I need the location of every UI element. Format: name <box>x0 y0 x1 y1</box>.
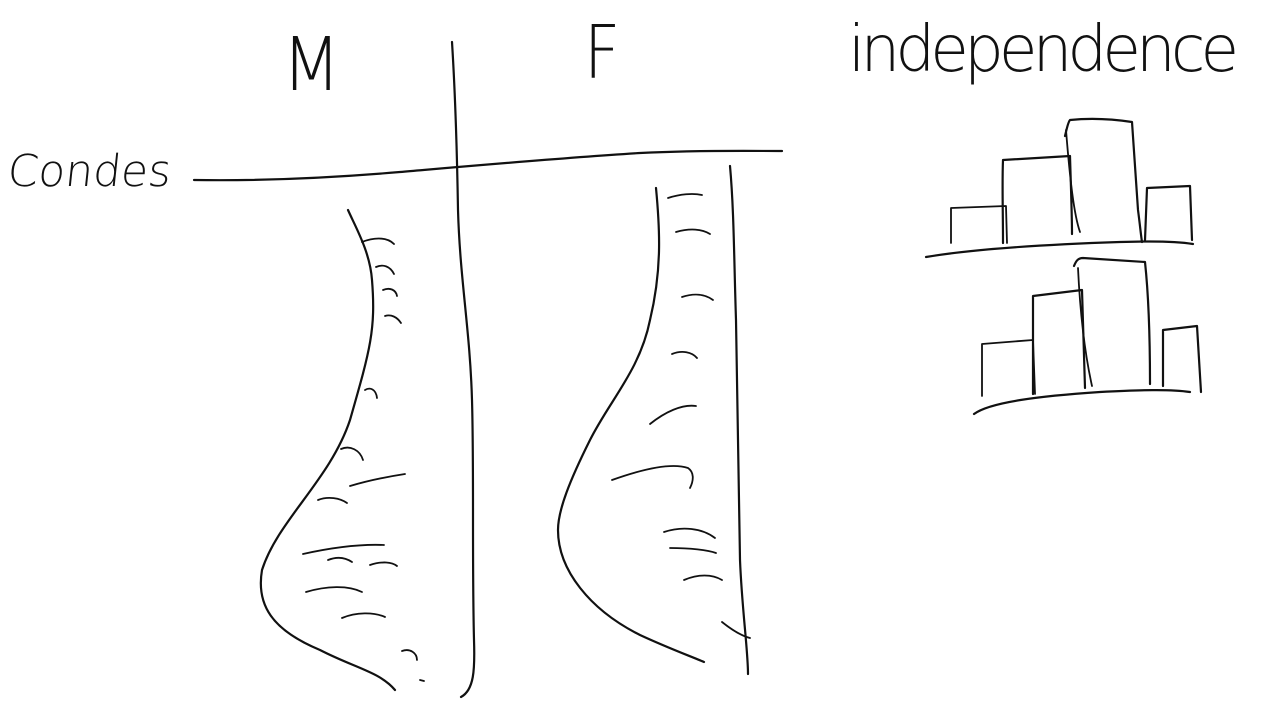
histogram-lower <box>972 256 1203 416</box>
table-divider-line <box>450 40 476 699</box>
table-header-line <box>192 149 784 182</box>
column-label-male: M <box>282 22 341 108</box>
female-distribution-curve <box>556 164 751 676</box>
independence-title: independence <box>848 13 1239 87</box>
male-distribution-curve <box>259 208 425 692</box>
histogram-upper <box>924 117 1195 259</box>
column-label-female: F <box>584 10 621 96</box>
row-label: Condes <box>5 146 174 197</box>
